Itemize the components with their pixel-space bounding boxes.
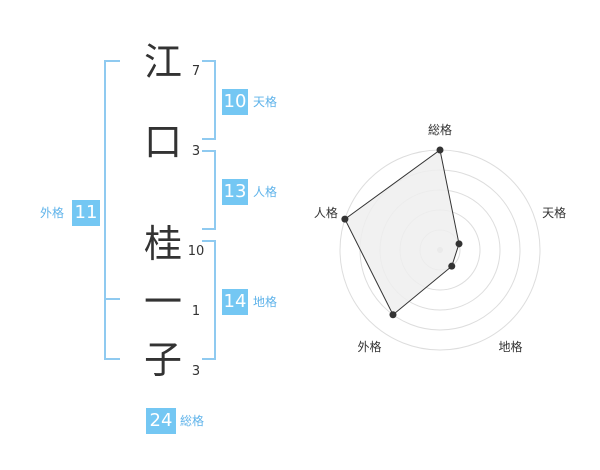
stroke-count-1: 7 — [191, 64, 201, 79]
name-char-1: 江 — [143, 40, 182, 84]
tenkaku-label: 天格 — [253, 95, 278, 109]
radar-series-polygon — [344, 149, 460, 316]
radar-axis-label-4: 外格 — [357, 339, 381, 354]
gaikaku-label: 外格 — [40, 206, 65, 220]
name-char-5: 子 — [143, 338, 182, 382]
stroke-count-2: 3 — [191, 144, 201, 159]
jinkaku-value: 13 — [222, 179, 248, 205]
radar-point-1 — [436, 146, 444, 154]
tenkaku-value: 10 — [222, 89, 248, 115]
radar-axis-label-1: 総格 — [428, 122, 452, 137]
name-char-3: 桂 — [143, 222, 182, 266]
radar-point-3 — [448, 262, 456, 270]
radar-point-2 — [455, 240, 463, 248]
soukaku-value: 24 — [146, 408, 176, 434]
gaikaku-value: 11 — [72, 200, 100, 226]
jinkaku-label: 人格 — [253, 185, 278, 199]
stroke-count-5: 3 — [191, 364, 201, 379]
radar-point-5 — [341, 215, 349, 223]
radar-axis-label-2: 天格 — [542, 205, 566, 220]
chikaku-label: 地格 — [253, 295, 278, 309]
name-char-4: 一 — [143, 280, 182, 324]
stroke-count-4: 1 — [191, 304, 201, 319]
stroke-count-3: 10 — [187, 244, 205, 259]
radar-point-4 — [389, 311, 397, 319]
name-char-2: 口 — [143, 120, 182, 164]
radar-axis-label-5: 人格 — [314, 205, 338, 220]
chikaku-value: 14 — [222, 289, 248, 315]
soukaku-label: 総格 — [180, 414, 205, 428]
radar-axis-label-3: 地格 — [498, 339, 522, 354]
